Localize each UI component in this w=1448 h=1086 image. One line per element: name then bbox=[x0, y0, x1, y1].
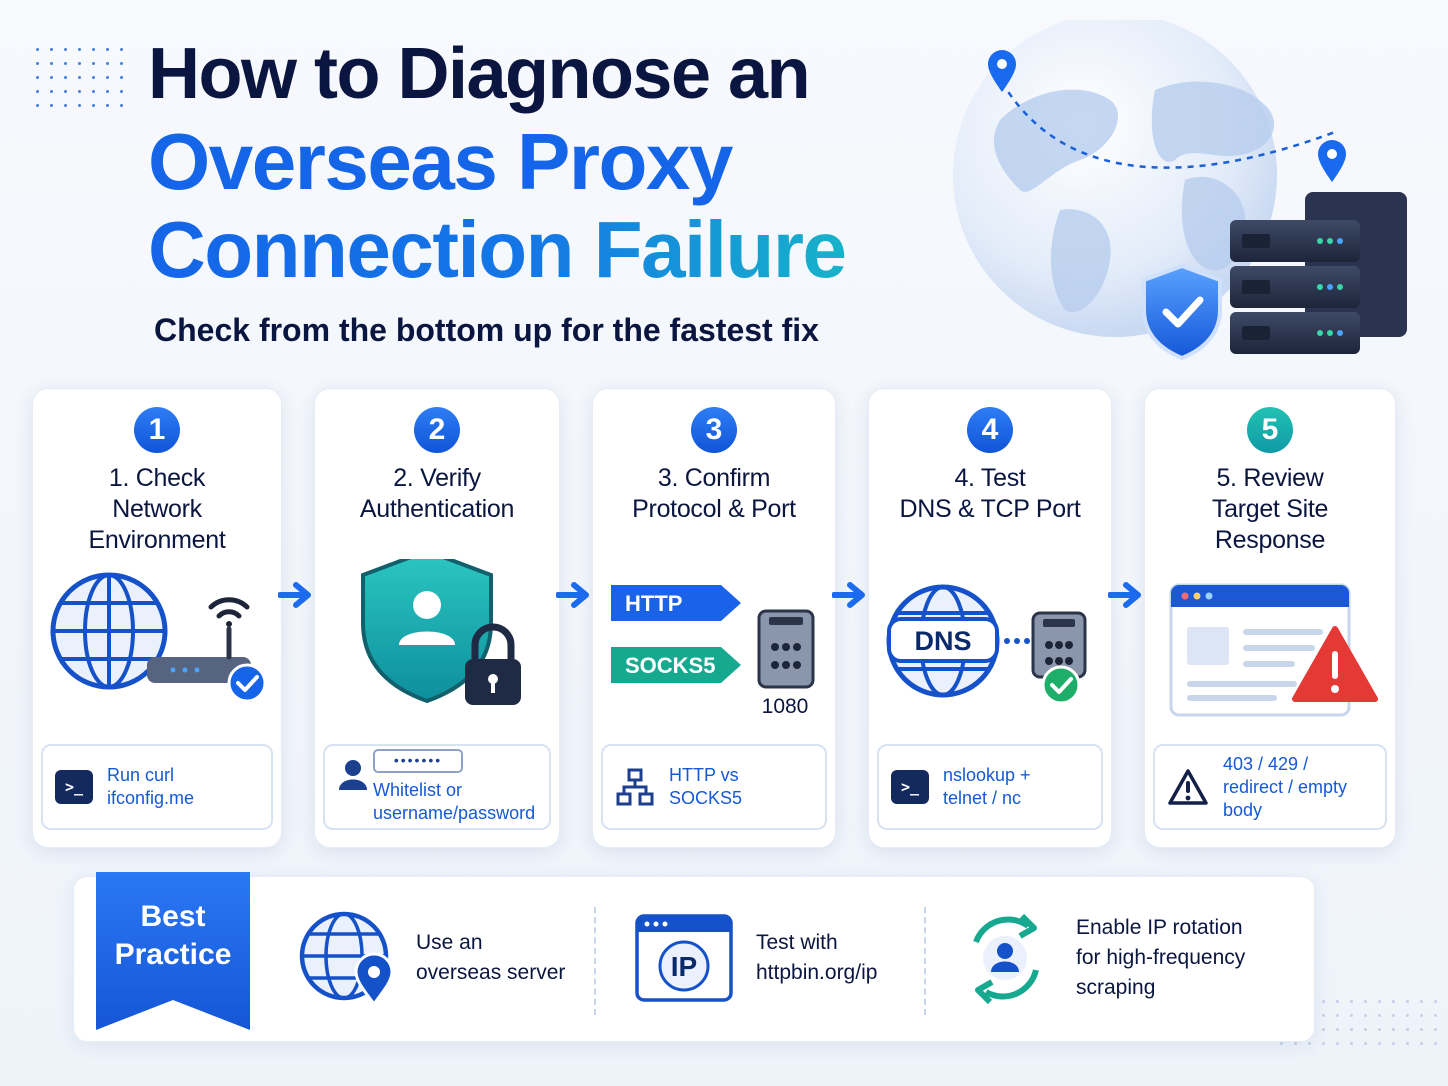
step-title-line: 1. Check bbox=[108, 464, 206, 492]
best-practice-text: Enable IP rotation for high-frequency sc… bbox=[1076, 913, 1245, 1003]
step-card-5: 5 5. Review Target Site Response 403 bbox=[1144, 388, 1396, 848]
globe-server-illustration bbox=[953, 13, 1407, 361]
best-practice-text-line: scraping bbox=[1076, 976, 1156, 999]
step-number-badge: 4 bbox=[967, 407, 1013, 453]
best-practice-panel: Best Practice Use an overseas server IP … bbox=[73, 872, 1315, 1042]
warning-icon bbox=[1168, 769, 1208, 805]
step-card-4: 4 4. Test DNS & TCP Port DNS >_ nslookup… bbox=[868, 388, 1112, 848]
ip-browser-icon: IP bbox=[635, 914, 733, 1002]
step-tip: HTTP vs SOCKS5 bbox=[601, 744, 827, 830]
step-title-line: Response bbox=[1214, 526, 1326, 554]
divider bbox=[594, 907, 596, 1015]
hero-illustration bbox=[940, 13, 1430, 370]
dns-server-icon: DNS bbox=[869, 559, 1111, 739]
divider bbox=[924, 907, 926, 1015]
step-title-line: Protocol & Port bbox=[632, 495, 796, 523]
step-title: 5. Review Target Site Response bbox=[1145, 463, 1395, 556]
step-tip: >_ nslookup + telnet / nc bbox=[877, 744, 1103, 830]
arrow-right-icon bbox=[1108, 582, 1141, 608]
shield-lock-icon bbox=[315, 559, 559, 739]
step-number-badge: 1 bbox=[134, 407, 180, 453]
tip-line: redirect / empty body bbox=[1223, 776, 1348, 820]
dns-label: DNS bbox=[914, 626, 971, 656]
password-field-group: ••••••• Whitelist or username/password bbox=[373, 749, 535, 825]
best-practice-item: IP Test with httpbin.org/ip bbox=[634, 903, 877, 1013]
step-number-badge: 2 bbox=[414, 407, 460, 453]
step-title-line: Environment bbox=[88, 526, 226, 554]
step-title: 4. Test DNS & TCP Port bbox=[869, 463, 1111, 525]
step-title-line: 3. Confirm bbox=[657, 464, 771, 492]
step-title-line: Authentication bbox=[359, 495, 515, 523]
ip-label: IP bbox=[671, 951, 697, 982]
ip-rotation-icon bbox=[973, 913, 1039, 1005]
best-practice-text-line: Enable IP rotation bbox=[1076, 916, 1243, 939]
tip-line: Whitelist or bbox=[373, 780, 463, 800]
step-tip: 403 / 429 / redirect / empty body bbox=[1153, 744, 1387, 830]
arrow-right-icon bbox=[278, 582, 311, 608]
user-password-icon bbox=[339, 760, 367, 790]
tip-line: Run curl ifconfig.me bbox=[107, 765, 195, 808]
step-number-badge: 3 bbox=[691, 407, 737, 453]
best-practice-text-line: Test with bbox=[756, 931, 838, 954]
network-icon bbox=[616, 768, 654, 806]
best-practice-item: Use an overseas server bbox=[298, 903, 565, 1013]
decorative-dot-grid bbox=[36, 48, 123, 107]
best-practice-text: Test with httpbin.org/ip bbox=[756, 928, 877, 988]
best-practice-text-line: overseas server bbox=[416, 961, 566, 984]
terminal-icon: >_ bbox=[891, 770, 929, 804]
step-title-line: 4. Test bbox=[954, 464, 1026, 492]
step-number-badge: 5 bbox=[1247, 407, 1293, 453]
tip-text: Whitelist or username/password bbox=[373, 779, 535, 825]
tip-text: 403 / 429 / redirect / empty body bbox=[1223, 753, 1373, 822]
tip-line: 403 / 429 / bbox=[1223, 753, 1309, 774]
best-practice-label: Best Practice bbox=[96, 898, 250, 974]
step-title-line: 5. Review bbox=[1216, 464, 1324, 492]
step-title-line: Network bbox=[112, 495, 202, 523]
page-subtitle: Check from the bottom up for the fastest… bbox=[154, 312, 819, 348]
protocol-label-socks5: SOCKS5 bbox=[625, 653, 715, 678]
tip-text: Run curl ifconfig.me bbox=[107, 764, 259, 810]
best-practice-ribbon: Best Practice bbox=[96, 872, 250, 1032]
ribbon-shape bbox=[96, 872, 250, 1030]
tip-line: HTTP vs SOCKS5 bbox=[669, 765, 743, 808]
protocol-server-icon: HTTP SOCKS5 1080 bbox=[593, 559, 835, 739]
tip-line: telnet / nc bbox=[943, 788, 1022, 808]
title-line-1: How to Diagnose an bbox=[148, 34, 811, 114]
protocol-label-http: HTTP bbox=[625, 591, 682, 616]
best-practice-label-line: Best bbox=[140, 900, 206, 933]
step-tip: >_ Run curl ifconfig.me bbox=[41, 744, 273, 830]
best-practice-text-line: httpbin.org/ip bbox=[756, 961, 878, 984]
step-title: 2. Verify Authentication bbox=[315, 463, 559, 525]
step-tip: ••••••• Whitelist or username/password bbox=[323, 744, 551, 830]
arrow-right-icon bbox=[556, 582, 589, 608]
step-title-line: DNS & TCP Port bbox=[899, 495, 1081, 523]
tip-text: nslookup + telnet / nc bbox=[943, 764, 1031, 810]
terminal-icon: >_ bbox=[55, 770, 93, 804]
password-mask: ••••••• bbox=[373, 749, 463, 773]
best-practice-item: Enable IP rotation for high-frequency sc… bbox=[956, 903, 1245, 1013]
title-line-3: Connection Failure bbox=[148, 205, 847, 294]
step-card-3: 3 3. Confirm Protocol & Port HTTP SOCKS5… bbox=[592, 388, 836, 848]
port-label: 1080 bbox=[762, 695, 809, 718]
step-card-2: 2 2. Verify Authentication ••••••• bbox=[314, 388, 560, 848]
best-practice-text-line: for high-frequency bbox=[1076, 946, 1246, 969]
best-practice-text-line: Use an bbox=[416, 931, 483, 954]
globe-pin-icon bbox=[299, 911, 394, 1007]
step-title: 1. Check Network Environment bbox=[33, 463, 281, 556]
title-line-2: Overseas Proxy bbox=[148, 117, 733, 206]
step-title-line: 2. Verify bbox=[393, 464, 481, 492]
page-title: How to Diagnose an Overseas Proxy Connec… bbox=[148, 30, 847, 294]
globe-router-icon bbox=[33, 559, 281, 739]
tip-text: HTTP vs SOCKS5 bbox=[669, 764, 813, 810]
browser-warning-icon bbox=[1145, 559, 1395, 739]
best-practice-label-line: Practice bbox=[114, 938, 232, 971]
tip-line: username/password bbox=[373, 803, 536, 823]
arrow-right-icon bbox=[832, 582, 865, 608]
best-practice-text: Use an overseas server bbox=[416, 928, 565, 988]
step-title-line: Target Site bbox=[1211, 495, 1329, 523]
step-card-1: 1 1. Check Network Environment >_ Run cu… bbox=[32, 388, 282, 848]
tip-line: nslookup + bbox=[943, 765, 1031, 785]
step-title: 3. Confirm Protocol & Port bbox=[593, 463, 835, 525]
